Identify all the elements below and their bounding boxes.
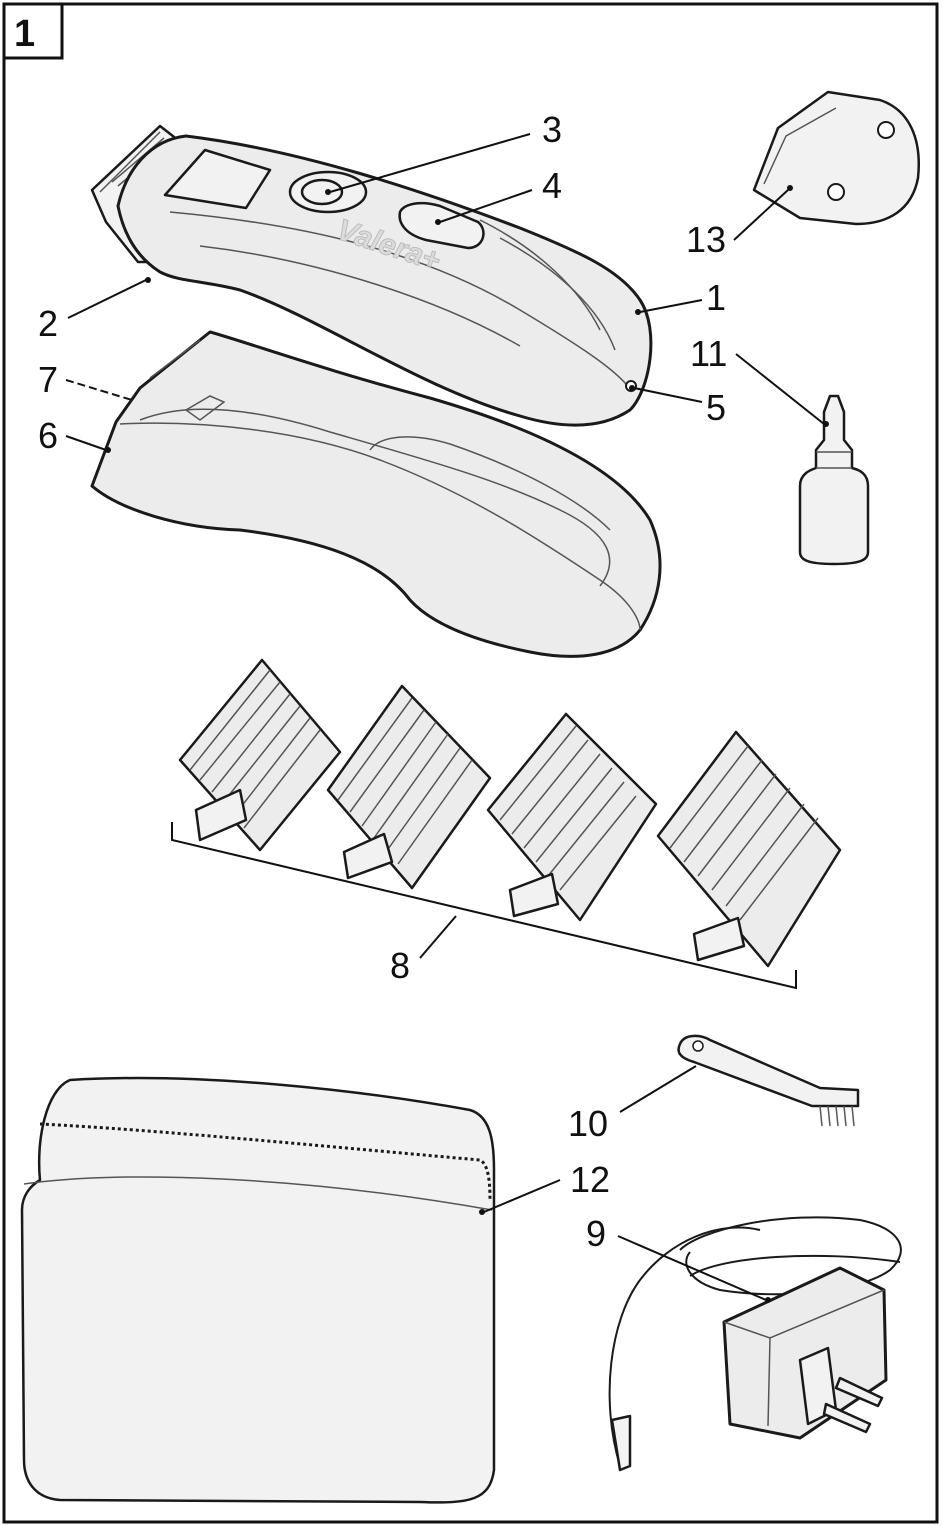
oil-bottle-illustration (798, 394, 870, 566)
attachment-comb-4 (656, 730, 842, 968)
figure-number-box: 1 (2, 2, 64, 60)
label-6: 6 (38, 415, 58, 456)
power-adapter-illustration (608, 1216, 902, 1472)
label-4: 4 (542, 165, 562, 206)
replacement-blade-illustration (752, 90, 920, 226)
label-8: 8 (390, 945, 410, 986)
combs-bracket (171, 822, 797, 990)
label-1: 1 (706, 277, 726, 318)
label-5: 5 (706, 387, 726, 428)
clipper-illustration: Valera+ (90, 124, 653, 427)
attachment-comb-3 (486, 712, 658, 922)
label-3: 3 (542, 109, 562, 150)
label-13: 13 (686, 219, 726, 260)
attachment-comb-1 (178, 658, 342, 852)
figure-number: 1 (14, 13, 35, 55)
label-7: 7 (38, 359, 58, 400)
storage-pouch-illustration (20, 1076, 496, 1504)
callout-leaders (65, 133, 829, 1303)
label-11: 11 (690, 333, 727, 374)
label-12: 12 (570, 1159, 610, 1200)
attachment-comb-2 (326, 684, 492, 890)
label-9: 9 (586, 1213, 606, 1254)
label-2: 2 (38, 303, 58, 344)
cleaning-brush-illustration (677, 1034, 860, 1127)
callout-labels: 1 2 3 4 5 6 7 8 9 10 11 12 13 (38, 109, 727, 1254)
label-10: 10 (568, 1103, 608, 1144)
charging-stand-illustration (90, 330, 662, 658)
